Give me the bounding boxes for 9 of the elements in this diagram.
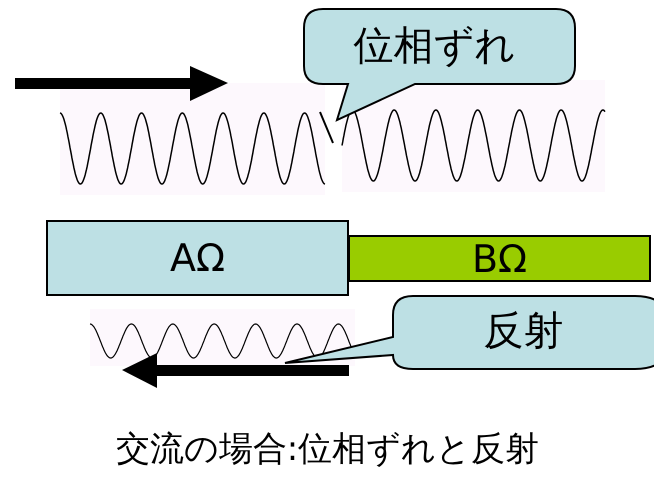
impedance-box [348,235,651,282]
speech-bubble [283,295,654,373]
node-label: 位相ずれ [354,26,516,66]
node-label: 反射 [484,311,564,351]
speech-bubble [303,8,576,122]
impedance-box [46,220,349,296]
caption: 交流の場合:位相ずれと反射 [116,432,540,466]
node-label: AΩ [170,239,226,277]
node-label: BΩ [472,240,528,278]
